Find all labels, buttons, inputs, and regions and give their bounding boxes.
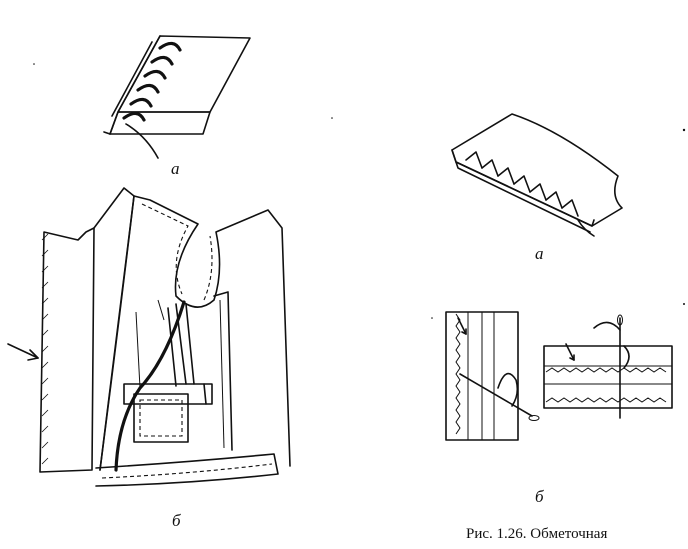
- needle-stitch-drawing: [445, 311, 673, 441]
- figure-caption: Рис. 1.26. Обметочная: [466, 526, 608, 542]
- fabric-fold-overcast-drawing: [103, 35, 251, 159]
- page-specks: [33, 63, 686, 319]
- label-fig-b-right: б: [535, 487, 544, 506]
- label-fig-a-left: а: [171, 159, 180, 178]
- label-fig-b-left: б: [172, 511, 181, 530]
- label-fig-a-right: а: [535, 244, 544, 263]
- overcast-stitch-drawing: [451, 113, 623, 237]
- jacket-front-drawing: [7, 187, 291, 487]
